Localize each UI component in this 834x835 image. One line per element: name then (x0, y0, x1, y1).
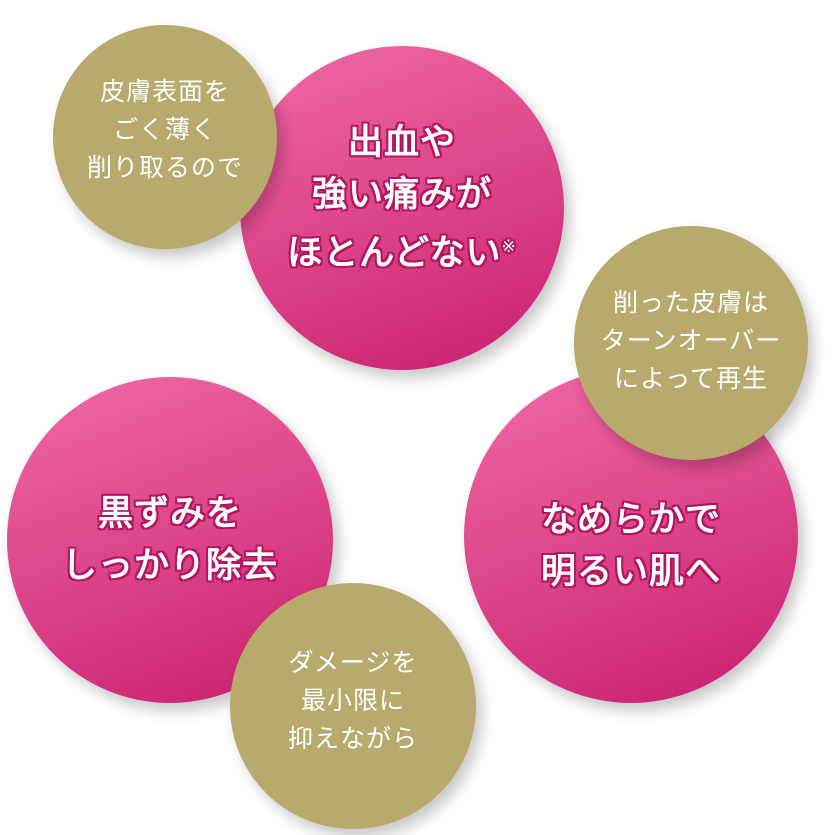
circle-text-line: 削った皮膚は (612, 288, 769, 317)
circle-text-line: 最小限に (300, 686, 405, 715)
circle-text-line: 明るい肌へ (540, 552, 721, 592)
benefit-circle-remove-dullness: 黒ずみを しっかり除去 (7, 377, 333, 703)
circle-text-line: 削り取るので (86, 153, 243, 182)
circle-text-line: によって再生 (613, 364, 768, 393)
footnote-mark: ※ (501, 236, 517, 257)
reason-circle-minimal-damage: ダメージを 最小限に 抑えながら (230, 583, 476, 829)
reason-circle-thin-shaving: 皮膚表面を ごく薄く 削り取るので (53, 25, 277, 249)
circle-text-line: 抑えながら (287, 724, 418, 753)
circle-text-line: しっかり除去 (61, 546, 278, 586)
circle-text-line: 皮膚表面を (99, 77, 230, 106)
circle-text-line: 強い痛みが (311, 174, 492, 215)
circle-text-line: ほとんどない※ (287, 233, 517, 274)
benefit-circle-no-bleeding: 出血や 強い痛みが ほとんどない※ (240, 46, 564, 370)
circle-text-line: ダメージを (288, 648, 418, 677)
reason-circle-turnover: 削った皮膚は ターンオーバー によって再生 (574, 226, 808, 460)
circle-text-line: なめらかで (540, 500, 721, 540)
circle-text-line: 出血や (347, 122, 456, 163)
circle-text-line: ターンオーバー (600, 326, 782, 355)
circle-text-line: 黒ずみを (97, 494, 242, 534)
circle-text-line: ごく薄く (112, 115, 217, 144)
